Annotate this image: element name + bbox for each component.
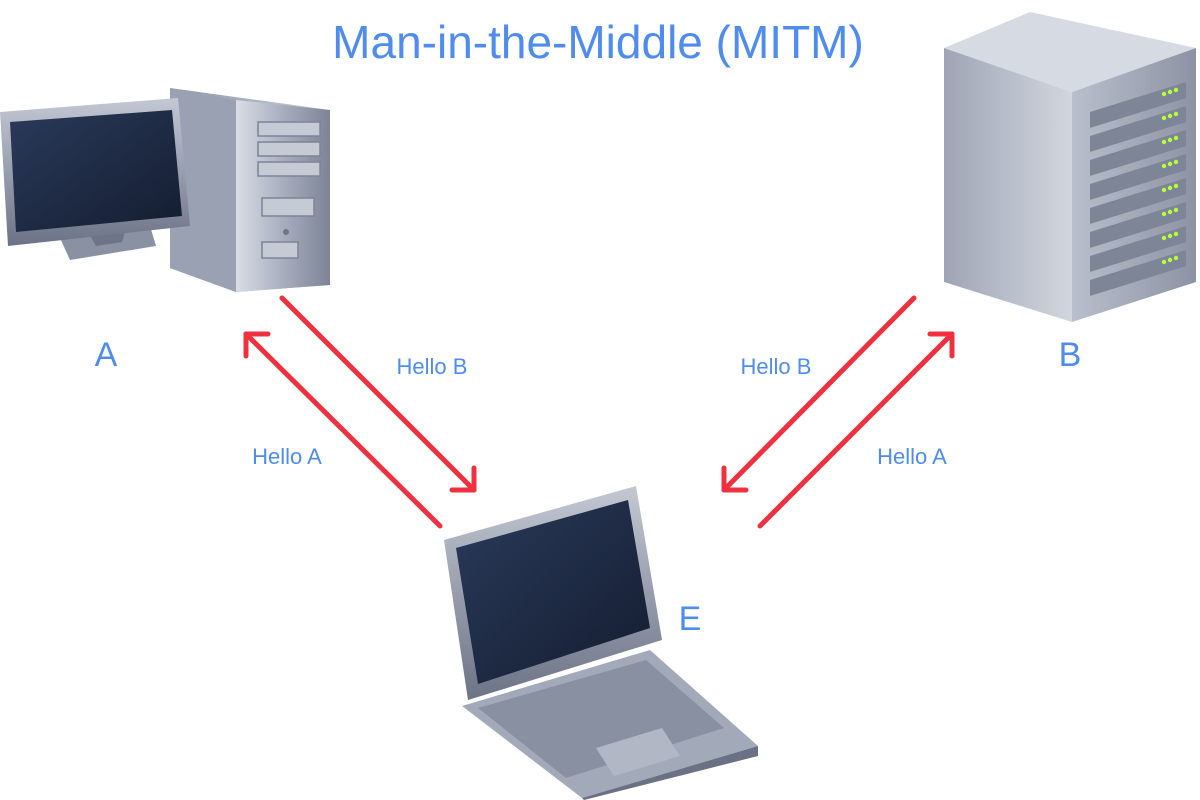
arrowhead-b-to-e	[721, 465, 749, 493]
server-icon	[944, 12, 1196, 322]
message-arrows	[243, 295, 955, 529]
diagram-title: Man-in-the-Middle (MITM)	[332, 16, 864, 68]
message-label-b-to-e: Hello B	[741, 354, 812, 379]
arrow-b-to-e	[721, 295, 917, 493]
message-label-a-to-e: Hello B	[397, 354, 468, 379]
message-label-e-to-a: Hello A	[252, 444, 322, 469]
laptop-icon	[444, 486, 758, 800]
arrowhead-a-to-e	[449, 465, 477, 493]
node-label-e: E	[679, 600, 702, 638]
arrow-e-to-a	[243, 331, 443, 529]
arrow-e-to-b	[757, 331, 955, 529]
arrowhead-e-to-b	[927, 331, 955, 359]
desktop-computer-icon	[0, 88, 330, 292]
arrow-a-to-e	[279, 295, 477, 493]
node-label-a: A	[95, 336, 118, 374]
message-label-e-to-b: Hello A	[877, 444, 947, 469]
server-status-lights	[1161, 87, 1179, 265]
node-label-b: B	[1059, 336, 1082, 374]
arrowhead-e-to-a	[243, 331, 271, 359]
